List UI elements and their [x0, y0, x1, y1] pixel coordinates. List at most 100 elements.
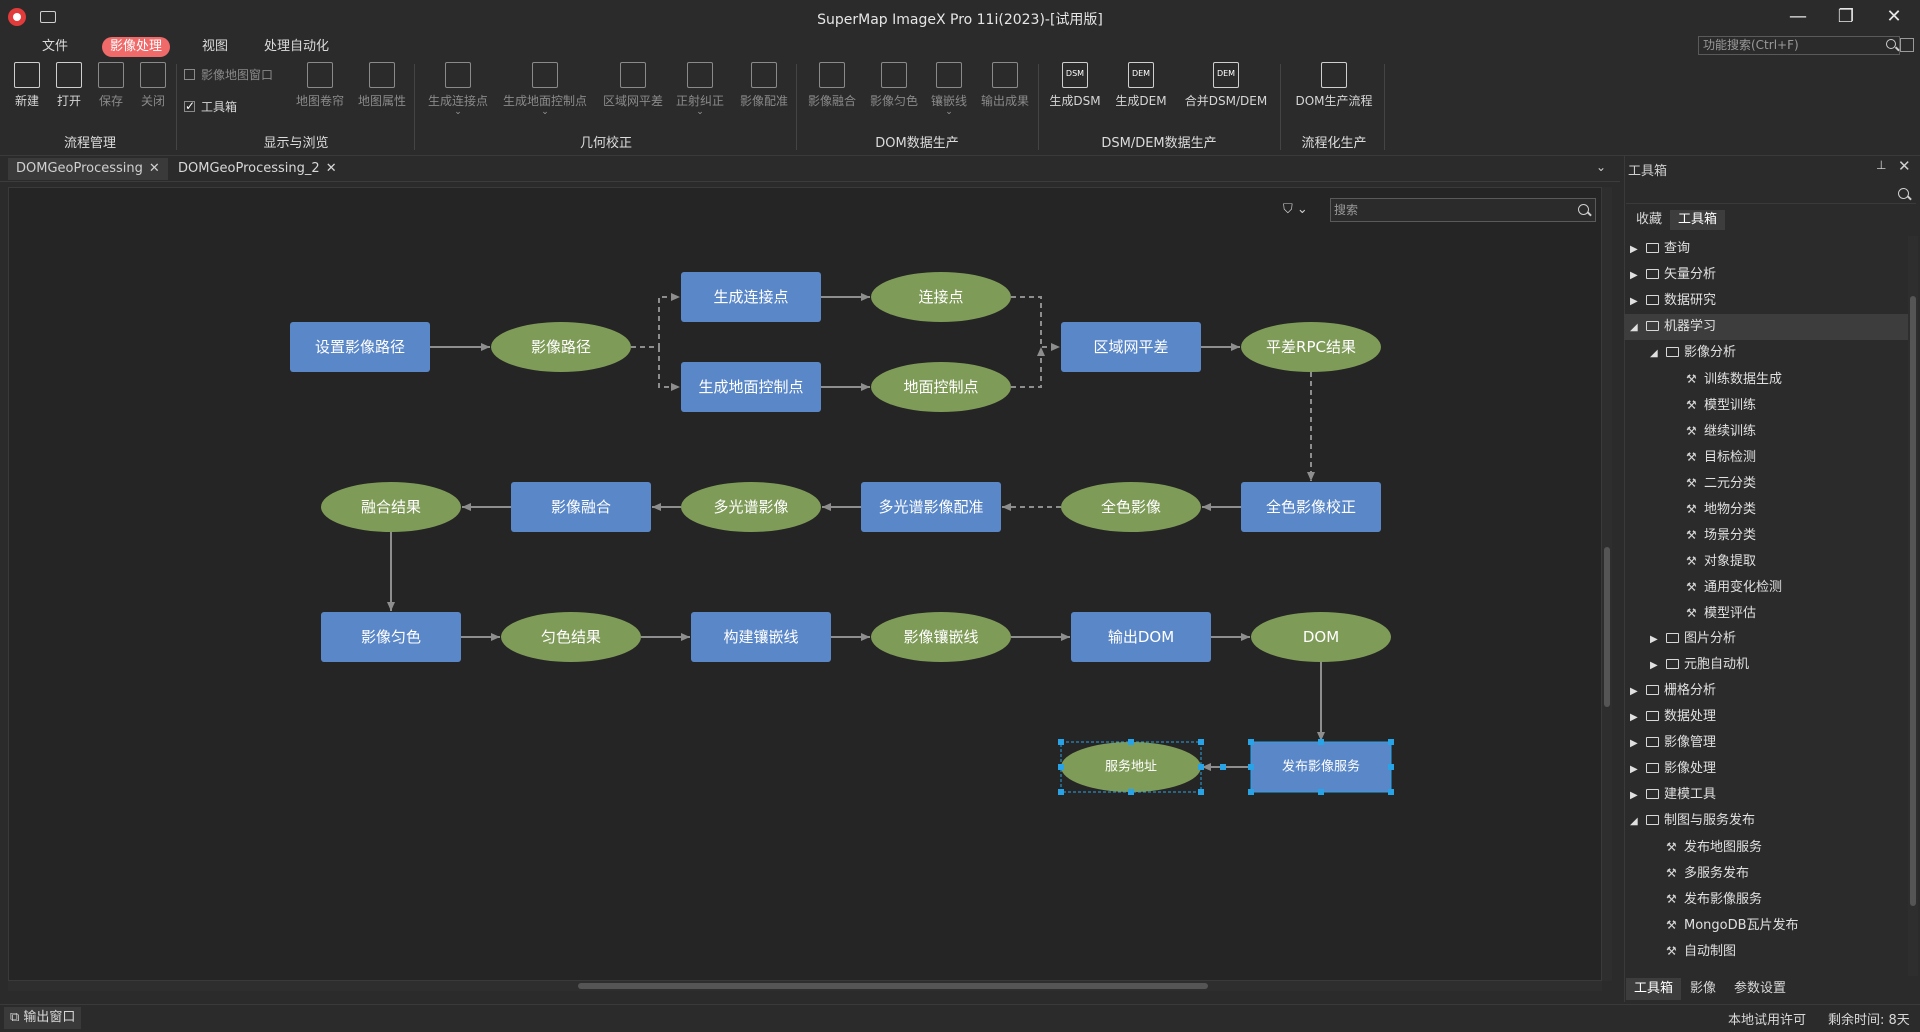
tree-tool[interactable]: ⚒发布影像服务: [1624, 886, 1908, 912]
edge-handle[interactable]: [1220, 764, 1226, 770]
expand-arrow-icon[interactable]: ▶: [1630, 244, 1638, 255]
resize-handle[interactable]: [1058, 789, 1064, 795]
flow-node-n18[interactable]: 影像镶嵌线: [871, 612, 1011, 662]
open-button[interactable]: 打开: [52, 62, 86, 130]
tree-tool[interactable]: ⚒模型训练: [1624, 392, 1908, 418]
dropdown-arrow-icon[interactable]: ⌄: [945, 107, 953, 117]
resize-handle[interactable]: [1058, 764, 1064, 770]
tree-tool[interactable]: ⚒场景分类: [1624, 522, 1908, 548]
resize-handle[interactable]: [1388, 764, 1394, 770]
ribbon-options-icon[interactable]: [1900, 38, 1914, 52]
edge[interactable]: [1011, 296, 1060, 351]
resize-handle[interactable]: [1388, 739, 1394, 745]
flow-node-n5[interactable]: 生成地面控制点: [681, 362, 821, 412]
tree-tool[interactable]: ⚒多服务发布: [1624, 860, 1908, 886]
tree-folder[interactable]: ◢制图与服务发布: [1624, 808, 1908, 834]
tab-list-chevron-icon[interactable]: ⌄: [1596, 160, 1607, 174]
flow-node-n11[interactable]: 多光谱影像配准: [861, 482, 1001, 532]
search-icon[interactable]: [1578, 204, 1589, 215]
color-balance-button[interactable]: 影像匀色: [864, 62, 924, 130]
edge[interactable]: [631, 293, 680, 348]
expand-arrow-icon[interactable]: ▶: [1630, 738, 1638, 749]
tie-points-button[interactable]: 生成连接点⌄: [422, 62, 494, 130]
close-flow-button[interactable]: 关闭: [136, 62, 170, 130]
bottom-tab-toolbox[interactable]: 工具箱: [1626, 978, 1682, 1000]
map-swipe-button[interactable]: 地图卷帘: [290, 62, 350, 130]
menu-automation[interactable]: 处理自动化: [264, 39, 330, 54]
tree-folder[interactable]: ◢影像分析: [1624, 340, 1908, 366]
flow-node-n3[interactable]: 生成连接点: [681, 272, 821, 322]
toolbox-checkbox[interactable]: 工具箱: [184, 97, 237, 116]
edge[interactable]: [1011, 347, 1045, 388]
horizontal-scrollbar[interactable]: [8, 981, 1602, 991]
tree-tool[interactable]: ⚒训练数据生成: [1624, 366, 1908, 392]
flow-node-n14[interactable]: 融合结果: [321, 482, 461, 532]
output-result-button[interactable]: 输出成果: [976, 62, 1034, 130]
flow-node-n17[interactable]: 构建镶嵌线: [691, 612, 831, 662]
tab-domgeoprocessing-2[interactable]: DOMGeoProcessing_2✕: [178, 161, 337, 176]
flow-node-n7[interactable]: 区域网平差: [1061, 322, 1201, 372]
folder-icon[interactable]: [40, 11, 56, 23]
resize-handle[interactable]: [1058, 739, 1064, 745]
close-tab-icon[interactable]: ✕: [325, 161, 337, 176]
tree-folder[interactable]: ▶数据研究: [1624, 288, 1908, 314]
registration-button[interactable]: 影像配准: [734, 62, 794, 130]
output-window-button[interactable]: ⧉ 输出窗口: [4, 1007, 82, 1029]
dropdown-arrow-icon[interactable]: ⌄: [454, 107, 462, 117]
seamline-button[interactable]: 镶嵌线⌄: [926, 62, 972, 130]
map-properties-button[interactable]: 地图属性: [352, 62, 412, 130]
flow-node-n9[interactable]: 全色影像校正: [1241, 482, 1381, 532]
tree-tool[interactable]: ⚒对象提取: [1624, 548, 1908, 574]
tree-folder[interactable]: ◢机器学习: [1624, 314, 1908, 340]
gcp-button[interactable]: 生成地面控制点⌄: [498, 62, 592, 130]
expand-arrow-icon[interactable]: ▶: [1630, 790, 1638, 801]
resize-handle[interactable]: [1318, 739, 1324, 745]
flow-node-n2[interactable]: 影像路径: [491, 322, 631, 372]
tree-tool[interactable]: ⚒模型评估: [1624, 600, 1908, 626]
flow-node-n6[interactable]: 地面控制点: [871, 362, 1011, 412]
resize-handle[interactable]: [1198, 739, 1204, 745]
collapse-arrow-icon[interactable]: ◢: [1650, 348, 1658, 359]
scrollbar-thumb[interactable]: [578, 983, 1208, 989]
bottom-tab-image[interactable]: 影像: [1690, 981, 1717, 996]
resize-handle[interactable]: [1128, 739, 1134, 745]
dropdown-arrow-icon[interactable]: ⌄: [541, 107, 549, 117]
vertical-scrollbar[interactable]: [1602, 187, 1612, 981]
tree-tool[interactable]: ⚒地物分类: [1624, 496, 1908, 522]
flow-node-n13[interactable]: 影像融合: [511, 482, 651, 532]
tree-folder[interactable]: ▶矢量分析: [1624, 262, 1908, 288]
expand-arrow-icon[interactable]: ▶: [1650, 634, 1658, 645]
tree-folder[interactable]: ▶元胞自动机: [1624, 652, 1908, 678]
tree-tool[interactable]: ⚒MongoDB瓦片发布: [1624, 912, 1908, 938]
resize-handle[interactable]: [1318, 789, 1324, 795]
scrollbar-thumb[interactable]: [1604, 547, 1610, 707]
expand-arrow-icon[interactable]: ▶: [1630, 270, 1638, 281]
menu-file[interactable]: 文件: [42, 39, 69, 54]
close-button[interactable]: ✕: [1886, 6, 1902, 27]
flow-node-n12[interactable]: 多光谱影像: [681, 482, 821, 532]
image-map-window-checkbox[interactable]: 影像地图窗口: [184, 66, 273, 84]
app-logo-icon[interactable]: [8, 8, 26, 26]
resize-handle[interactable]: [1248, 739, 1254, 745]
tree-tool[interactable]: ⚒自动制图: [1624, 938, 1908, 964]
flow-node-n21[interactable]: 发布影像服务: [1251, 742, 1391, 792]
resize-handle[interactable]: [1388, 789, 1394, 795]
collapse-arrow-icon[interactable]: ◢: [1630, 816, 1638, 827]
tree-tool[interactable]: ⚒二元分类: [1624, 470, 1908, 496]
toolbox-scrollbar[interactable]: [1908, 236, 1918, 976]
edge[interactable]: [658, 347, 680, 391]
block-adjustment-button[interactable]: 区域网平差: [598, 62, 668, 130]
flow-node-n19[interactable]: 输出DOM: [1071, 612, 1211, 662]
ortho-button[interactable]: 正射纠正⌄: [672, 62, 728, 130]
pin-icon[interactable]: ⊥: [1876, 158, 1887, 172]
save-button[interactable]: 保存: [94, 62, 128, 130]
canvas-search-input[interactable]: 搜索: [1330, 198, 1596, 222]
new-button[interactable]: 新建: [10, 62, 44, 130]
resize-handle[interactable]: [1198, 764, 1204, 770]
model-canvas[interactable]: 设置影像路径影像路径生成连接点连接点生成地面控制点地面控制点区域网平差平差RPC…: [8, 187, 1602, 981]
expand-arrow-icon[interactable]: ▶: [1630, 764, 1638, 775]
tree-tool[interactable]: ⚒发布地图服务: [1624, 834, 1908, 860]
